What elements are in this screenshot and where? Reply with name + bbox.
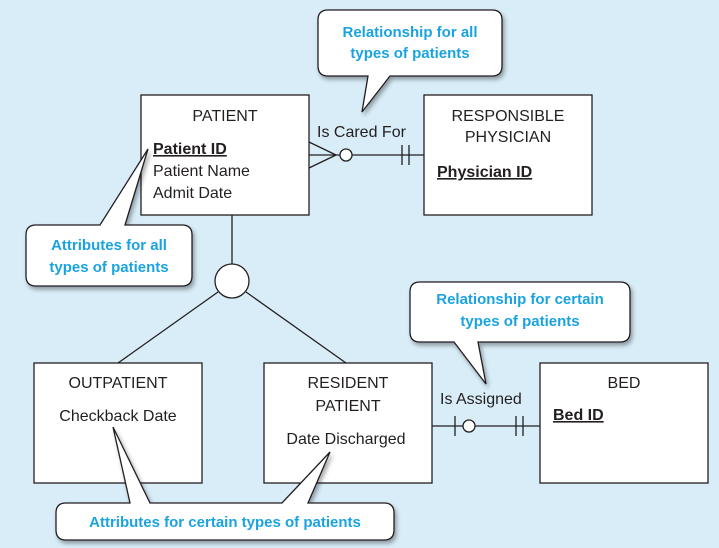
callout-relationship-all: Relationship for all types of patients	[317, 9, 503, 113]
callout-rel-certain-line2: types of patients	[460, 313, 579, 330]
optional-circle-resident	[462, 419, 476, 433]
entity-bed: BED Bed ID	[539, 362, 709, 484]
callout-attributes-all: Attributes for all types of patients	[25, 148, 193, 287]
assigned-label: Is Assigned	[440, 391, 522, 408]
outpatient-title: OUTPATIENT	[69, 375, 168, 392]
patient-key: Patient ID	[153, 141, 227, 158]
entity-resident: RESIDENT PATIENT Date Discharged	[263, 362, 433, 484]
physician-key: Physician ID	[437, 164, 532, 181]
resident-title-2: PATIENT	[315, 398, 380, 415]
callout-attr-certain-text: Attributes for certain types of patients	[89, 514, 361, 531]
callout-rel-all-line2: types of patients	[350, 45, 469, 62]
resident-title-1: RESIDENT	[308, 375, 389, 392]
bed-title: BED	[608, 375, 641, 392]
subtype-line-resident	[245, 291, 347, 364]
patient-title: PATIENT	[192, 108, 257, 125]
callout-rel-certain-line1: Relationship for certain	[436, 291, 604, 308]
physician-title-1: RESPONSIBLE	[452, 108, 565, 125]
bed-key: Bed ID	[553, 407, 604, 424]
entity-patient: PATIENT Patient ID Patient Name Admit Da…	[140, 94, 310, 216]
subtype-circle	[214, 263, 250, 299]
outpatient-attr: Checkback Date	[59, 408, 176, 425]
physician-title-2: PHYSICIAN	[465, 129, 551, 146]
callout-relationship-certain: Relationship for certain types of patien…	[409, 281, 631, 385]
cared-for-label: Is Cared For	[317, 124, 407, 141]
callout-attr-all-line1: Attributes for all	[51, 237, 167, 254]
patient-attr-admit: Admit Date	[153, 185, 232, 202]
optional-circle-patient	[339, 148, 353, 162]
callout-rel-all-line1: Relationship for all	[342, 24, 477, 41]
entity-physician: RESPONSIBLE PHYSICIAN Physician ID	[423, 94, 593, 216]
callout-attr-all-line2: types of patients	[49, 259, 168, 276]
patient-attr-name: Patient Name	[153, 163, 250, 180]
callout-attributes-certain: Attributes for certain types of patients	[55, 426, 395, 541]
crowfoot-top	[308, 141, 337, 156]
entity-outpatient: OUTPATIENT Checkback Date	[33, 362, 203, 484]
resident-attr: Date Discharged	[286, 431, 405, 448]
crowfoot-bottom	[308, 154, 337, 169]
subtype-line-outpatient	[117, 291, 219, 364]
